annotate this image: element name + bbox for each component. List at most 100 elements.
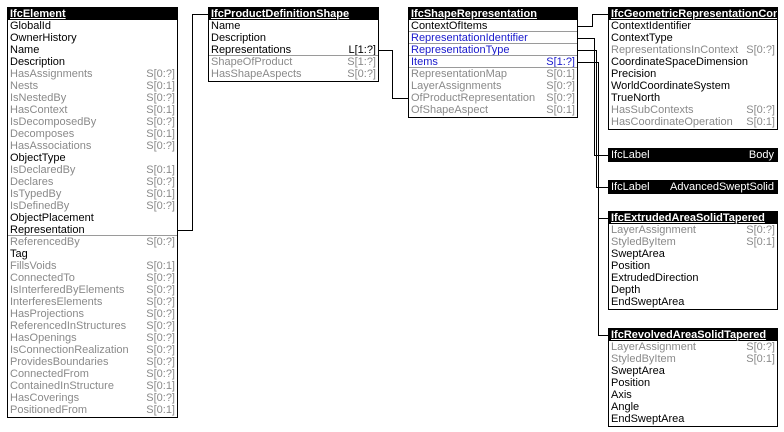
attribute-row-name[interactable]: Name <box>209 20 378 32</box>
attribute-row-true-north[interactable]: TrueNorth <box>609 92 777 104</box>
attribute-row-swept-area[interactable]: SweptArea <box>609 248 777 260</box>
attribute-row-swept-area[interactable]: SweptArea <box>609 365 777 377</box>
attribute-name: ObjectType <box>10 152 66 164</box>
entity-box-ifcrevolvedareasolidtapered[interactable]: IfcRevolvedAreaSolidTapered LayerAssignm… <box>608 328 778 427</box>
attribute-row-owner-history[interactable]: OwnerHistory <box>8 32 177 44</box>
attribute-cardinality: S[0:?] <box>746 104 775 116</box>
attribute-row-context-of-items[interactable]: ContextOfItems <box>409 20 577 32</box>
attribute-row-global-id[interactable]: GlobalId <box>8 20 177 32</box>
attribute-row-extruded-direction[interactable]: ExtrudedDirection <box>609 272 777 284</box>
attribute-name: Tag <box>10 248 28 260</box>
attribute-row-representation-identifier[interactable]: RepresentationIdentifier <box>409 32 577 44</box>
attribute-row-end-swept-area[interactable]: EndSweptArea <box>609 413 777 425</box>
attribute-cardinality: S[0:1] <box>146 260 175 272</box>
attribute-row-axis[interactable]: Axis <box>609 389 777 401</box>
attribute-name: IsDefinedBy <box>10 200 70 212</box>
attribute-cardinality: S[0:?] <box>146 308 175 320</box>
attribute-name: EndSweptArea <box>611 296 685 308</box>
attribute-row-representation-type[interactable]: RepresentationType <box>409 44 577 56</box>
attribute-row-end-swept-area[interactable]: EndSweptArea <box>609 296 777 308</box>
attribute-cardinality: S[0:1] <box>746 236 775 248</box>
attribute-name: ShapeOfProduct <box>211 56 293 68</box>
attribute-row-context-type[interactable]: ContextType <box>609 32 777 44</box>
attribute-row-position[interactable]: Position <box>609 377 777 389</box>
attribute-row-position[interactable]: Position <box>609 260 777 272</box>
attribute-row-coordinate-space-dimension[interactable]: CoordinateSpaceDimension <box>609 56 777 68</box>
attribute-name: Depth <box>611 284 641 296</box>
attribute-cardinality: S[0:1] <box>546 68 575 80</box>
attribute-row-description[interactable]: Description <box>8 56 177 68</box>
entity-box-ifcextrudedareasolidtapered[interactable]: IfcExtrudedAreaSolidTapered LayerAssignm… <box>608 211 778 310</box>
label-box-advancedsweptsolid[interactable]: IfcLabel AdvancedSweptSolid <box>608 180 778 194</box>
attribute-row-depth[interactable]: Depth <box>609 284 777 296</box>
attribute-row-context-identifier[interactable]: ContextIdentifier <box>609 20 777 32</box>
attribute-name: ExtrudedDirection <box>611 272 699 284</box>
attribute-row-name[interactable]: Name <box>8 44 177 56</box>
attribute-cardinality: S[0:?] <box>546 92 575 104</box>
attribute-cardinality: S[0:1] <box>146 404 175 416</box>
attribute-name: IsTypedBy <box>10 188 62 200</box>
attribute-cardinality: S[0:?] <box>146 272 175 284</box>
attribute-row-precision[interactable]: Precision <box>609 68 777 80</box>
entity-box-ifcgeometricrepresentationcontext[interactable]: IfcGeometricRepresentationContext Contex… <box>608 7 778 130</box>
attribute-cardinality: S[0:?] <box>146 284 175 296</box>
attribute-cardinality: S[1:?] <box>546 56 575 68</box>
attribute-row-object-type[interactable]: ObjectType <box>8 152 177 164</box>
attribute-row-tag[interactable]: Tag <box>8 248 177 260</box>
attribute-row-object-placement[interactable]: ObjectPlacement <box>8 212 177 224</box>
attribute-cardinality: S[0:?] <box>347 68 376 80</box>
attribute-name: EndSweptArea <box>611 413 685 425</box>
attribute-row-representation[interactable]: Representation <box>8 224 177 236</box>
attribute-row-description[interactable]: Description <box>209 32 378 44</box>
label-box-body[interactable]: IfcLabel Body <box>608 148 778 162</box>
attribute-row-angle[interactable]: Angle <box>609 401 777 413</box>
attribute-row-world-coordinate-system[interactable]: WorldCoordinateSystem <box>609 80 777 92</box>
